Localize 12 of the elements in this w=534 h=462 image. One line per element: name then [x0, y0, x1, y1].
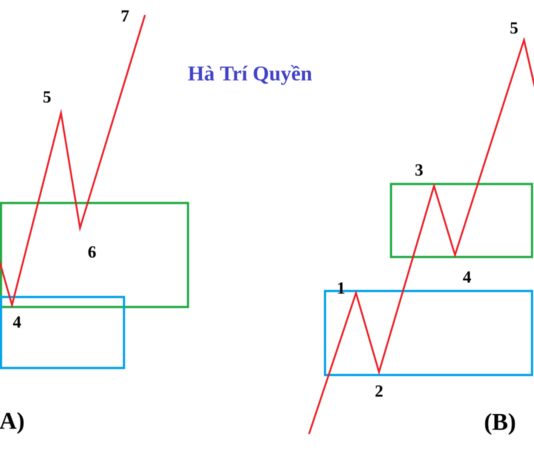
wave-number: 6: [88, 246, 96, 258]
zone-box: [390, 182, 534, 258]
wave-number: 7: [122, 10, 129, 22]
wave-number: 4: [463, 271, 471, 283]
zone-box: [0, 202, 190, 308]
wave-number: 4: [12, 316, 21, 328]
panel-label: A): [0, 412, 24, 434]
wave-number: 5: [510, 22, 518, 34]
wave-number: 5: [43, 91, 51, 103]
zone-box: [0, 296, 126, 370]
panel-label: (B): [485, 413, 515, 435]
author-name: Hà Trí Quyền: [188, 65, 312, 85]
